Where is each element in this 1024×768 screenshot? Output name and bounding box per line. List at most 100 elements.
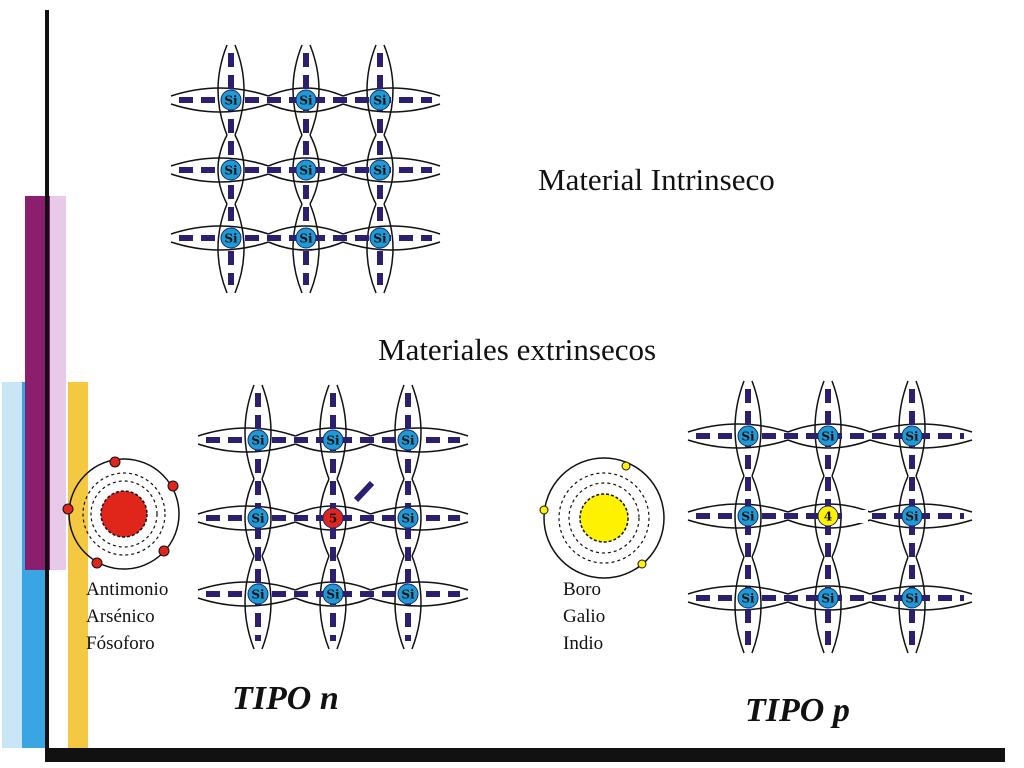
decor-bar-light-blue — [2, 382, 22, 748]
si-atom-label: Si — [251, 434, 265, 448]
electron-cloud — [217, 44, 228, 136]
si-atom-label: Si — [326, 588, 340, 602]
electron-cloud — [342, 157, 441, 167]
si-atom — [737, 587, 759, 609]
electron-cloud — [170, 87, 269, 97]
si-atom-label: Si — [401, 588, 415, 602]
electron-cloud — [383, 44, 394, 136]
electron-cloud — [319, 555, 330, 650]
electron-cloud — [814, 380, 825, 477]
si-atom — [737, 425, 759, 447]
electron-cloud — [687, 423, 789, 433]
electron-cloud — [197, 443, 296, 453]
si-atom-label: Si — [741, 430, 755, 444]
electron-cloud — [394, 384, 405, 480]
electron-cloud — [734, 556, 745, 654]
si-atom — [901, 425, 923, 447]
si-atom — [397, 583, 419, 605]
hole — [842, 510, 868, 523]
donor-nucleus — [100, 490, 148, 538]
si-atom — [322, 583, 344, 605]
electron-cloud — [319, 384, 330, 480]
acceptor-nucleus — [579, 493, 629, 543]
acceptor-element: Boro — [563, 579, 601, 600]
electron-cloud — [370, 521, 469, 531]
si-atom — [295, 159, 317, 181]
electron-cloud — [370, 581, 469, 591]
donor-element-list: Antimonio Arsénico Fósoforo — [86, 576, 168, 657]
electron-cloud — [295, 443, 371, 453]
si-atom — [817, 587, 839, 609]
type-n-label: TIPO n — [232, 680, 339, 717]
electron-cloud — [170, 103, 269, 113]
si-atom-label: Si — [741, 592, 755, 606]
si-atom — [220, 159, 242, 181]
donor-electron — [109, 456, 121, 468]
donor-element: Antimonio — [86, 579, 169, 600]
electron-cloud — [751, 475, 762, 558]
si-atom — [220, 89, 242, 111]
si-atom — [295, 227, 317, 249]
si-atom — [220, 227, 242, 249]
si-atom-label: Si — [401, 512, 415, 526]
si-atom-label: Si — [224, 94, 238, 108]
extrinsic-title: Materiales extrinsecos — [378, 332, 657, 367]
electron-cloud — [342, 225, 441, 235]
si-atom-label: Si — [224, 164, 238, 178]
electron-cloud — [217, 134, 228, 205]
si-atom — [247, 583, 269, 605]
electron-cloud — [261, 555, 272, 650]
donor-electron — [167, 480, 179, 492]
si-atom-label: Si — [299, 232, 313, 246]
si-atom-label: Si — [373, 94, 387, 108]
si-atom — [817, 425, 839, 447]
electron-cloud — [244, 478, 255, 557]
si-atom — [901, 587, 923, 609]
electron-cloud — [734, 380, 745, 477]
electron-cloud — [197, 505, 296, 515]
electron-cloud — [687, 503, 789, 513]
electron-cloud — [370, 505, 469, 515]
donor-element: Fósoforo — [86, 633, 155, 654]
si-atom — [295, 89, 317, 111]
electron-cloud — [234, 134, 245, 205]
si-atom — [369, 89, 391, 111]
electron-cloud — [370, 443, 469, 453]
acceptor-impurity-atom-label: 4 — [824, 510, 832, 524]
electron-cloud — [342, 103, 441, 113]
electron-cloud — [197, 597, 296, 607]
electron-cloud — [787, 439, 871, 449]
si-atom-label: Si — [373, 164, 387, 178]
si-atom-label: Si — [905, 510, 919, 524]
electron-cloud — [869, 423, 973, 433]
type-p-label: TIPO p — [745, 692, 850, 729]
electron-cloud — [295, 597, 371, 607]
electron-cloud — [244, 384, 255, 480]
electron-cloud — [751, 556, 762, 654]
donor-electron — [91, 557, 103, 569]
electron-cloud — [787, 585, 871, 595]
si-atom — [901, 505, 923, 527]
si-atom — [369, 227, 391, 249]
donor-element: Arsénico — [86, 606, 155, 627]
electron-cloud — [411, 384, 422, 480]
electron-cloud — [217, 203, 228, 294]
acceptor-inner-shell-2 — [568, 482, 640, 554]
acceptor-atom-model — [539, 457, 665, 579]
si-atom — [737, 505, 759, 527]
si-atom-label: Si — [401, 434, 415, 448]
decor-bottom-line — [45, 748, 1005, 762]
si-atom — [369, 159, 391, 181]
si-atom-label: Si — [821, 592, 835, 606]
electron-cloud — [342, 173, 441, 183]
decor-bar-lilac — [50, 196, 66, 570]
acceptor-element-list: Boro Galio Indio — [563, 576, 605, 657]
free-electron — [353, 480, 375, 503]
electron-cloud — [268, 225, 344, 235]
electron-cloud — [383, 134, 394, 205]
